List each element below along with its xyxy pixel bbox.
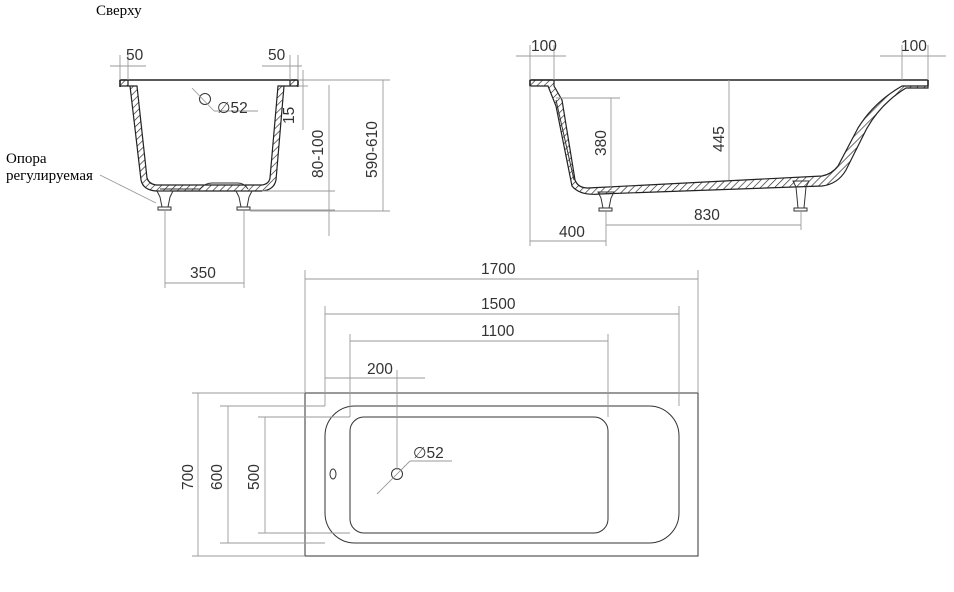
dim-side-rim-right: 100 [901, 38, 927, 55]
dim-end-rim-left: 50 [126, 47, 144, 64]
dim-width-500: 500 [246, 464, 263, 490]
dim-depth-445: 445 [711, 126, 728, 152]
end-view: ∅52 50 50 15 80-100 590-610 [6, 47, 390, 288]
dim-side-rim-left: 100 [531, 38, 557, 55]
dim-length-1500: 1500 [481, 296, 516, 313]
side-view: 100 100 380 445 400 830 [516, 38, 946, 246]
plan-view: ∅52 1700 1500 1100 200 700 600 500 [180, 261, 699, 557]
dim-total-height: 590-610 [364, 121, 381, 178]
dim-width-700: 700 [180, 464, 197, 490]
dim-leg-adjust: 80-100 [310, 129, 327, 178]
dim-drain-plan: ∅52 [413, 445, 444, 462]
support-label-line1: Опора [6, 151, 47, 167]
dim-leg-offset-400: 400 [559, 224, 585, 241]
top-view-label: Сверху [96, 3, 142, 19]
dim-drain-offset-200: 200 [367, 361, 393, 378]
dim-width-600: 600 [209, 464, 226, 490]
dim-leg-spacing-end: 350 [190, 265, 216, 282]
dim-length-1100: 1100 [481, 323, 515, 340]
adjustable-leg-icon [156, 190, 253, 211]
dim-rim-15: 15 [281, 107, 298, 124]
support-label-line2: регулируемая [6, 168, 93, 184]
drain-circle-icon [199, 93, 211, 105]
dim-drain-end: ∅52 [217, 100, 248, 117]
dim-leg-spacing-830: 830 [694, 207, 720, 224]
dim-end-rim-right: 50 [268, 47, 286, 64]
dim-length-1700: 1700 [481, 261, 516, 278]
dim-depth-380: 380 [593, 130, 610, 156]
